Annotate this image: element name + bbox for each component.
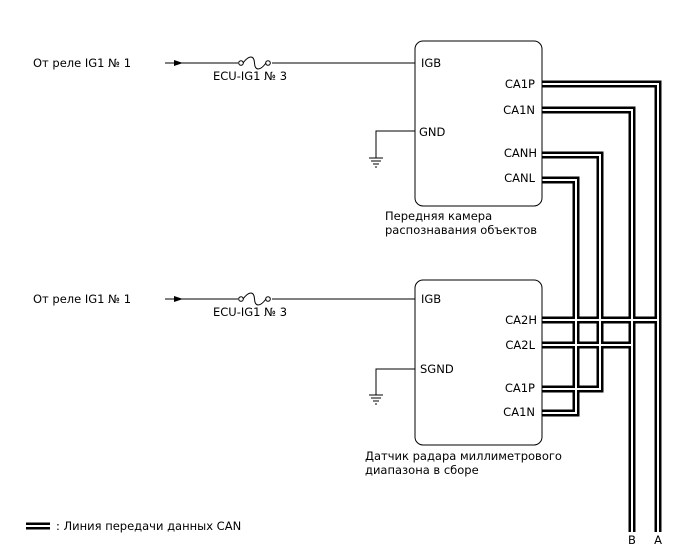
radar-name-line2: диапазона в сборе — [365, 463, 479, 477]
camera-pin-ca1p: CA1P — [505, 77, 535, 91]
legend: : Линия передачи данных CAN — [26, 519, 241, 533]
camera-pin-ca1n: CA1N — [503, 103, 535, 117]
radar-pin-ca1n: CA1N — [503, 405, 535, 419]
radar-pin-ca1p: CA1P — [505, 381, 535, 395]
radar-ground-icon — [369, 394, 383, 405]
connector-a-label: A — [654, 533, 662, 547]
camera-supply-arrow-icon — [174, 60, 183, 66]
camera-pin-canl: CANL — [504, 171, 535, 185]
radar-box — [414, 279, 543, 446]
camera-pin-igb: IGB — [421, 56, 441, 70]
radar-supply-arrow-icon — [174, 296, 183, 302]
legend-text: : Линия передачи данных CAN — [56, 519, 241, 533]
camera-name-line2: распознавания объектов — [385, 223, 537, 237]
camera-ground-icon — [369, 157, 383, 168]
radar-pin-igb: IGB — [421, 292, 441, 306]
bus-canh-camera — [540, 151, 604, 393]
radar-pin-sgnd: SGND — [420, 362, 454, 376]
camera-supply-label: От реле IG1 № 1 — [33, 56, 131, 70]
camera-box — [414, 40, 543, 207]
camera-fuse-label: ECU-IG1 № 3 — [213, 69, 287, 83]
radar-fuse-icon — [238, 292, 272, 306]
camera-pin-canh: CANH — [504, 146, 537, 160]
camera-name-line1: Передняя камера — [385, 209, 492, 223]
camera-module: От реле IG1 № 1 ECU-IG1 № 3 IGB GND CA1P… — [33, 40, 543, 237]
camera-gnd-wire — [375, 130, 415, 158]
bus-canl-camera — [540, 176, 580, 417]
radar-name-line1: Датчик радара миллиметрового — [365, 449, 562, 463]
radar-pin-ca2h: CA2H — [505, 313, 537, 327]
camera-pin-gnd: GND — [419, 125, 446, 139]
can-bus-lines — [540, 80, 662, 532]
connector-b-label: B — [628, 533, 636, 547]
camera-fuse-icon — [238, 56, 272, 70]
radar-fuse-label: ECU-IG1 № 3 — [213, 305, 287, 319]
radar-pin-ca2l: CA2L — [505, 338, 535, 352]
radar-sgnd-wire — [375, 368, 415, 395]
radar-supply-label: От реле IG1 № 1 — [33, 292, 131, 306]
radar-module: От реле IG1 № 1 ECU-IG1 № 3 IGB SGND CA2… — [33, 279, 562, 477]
